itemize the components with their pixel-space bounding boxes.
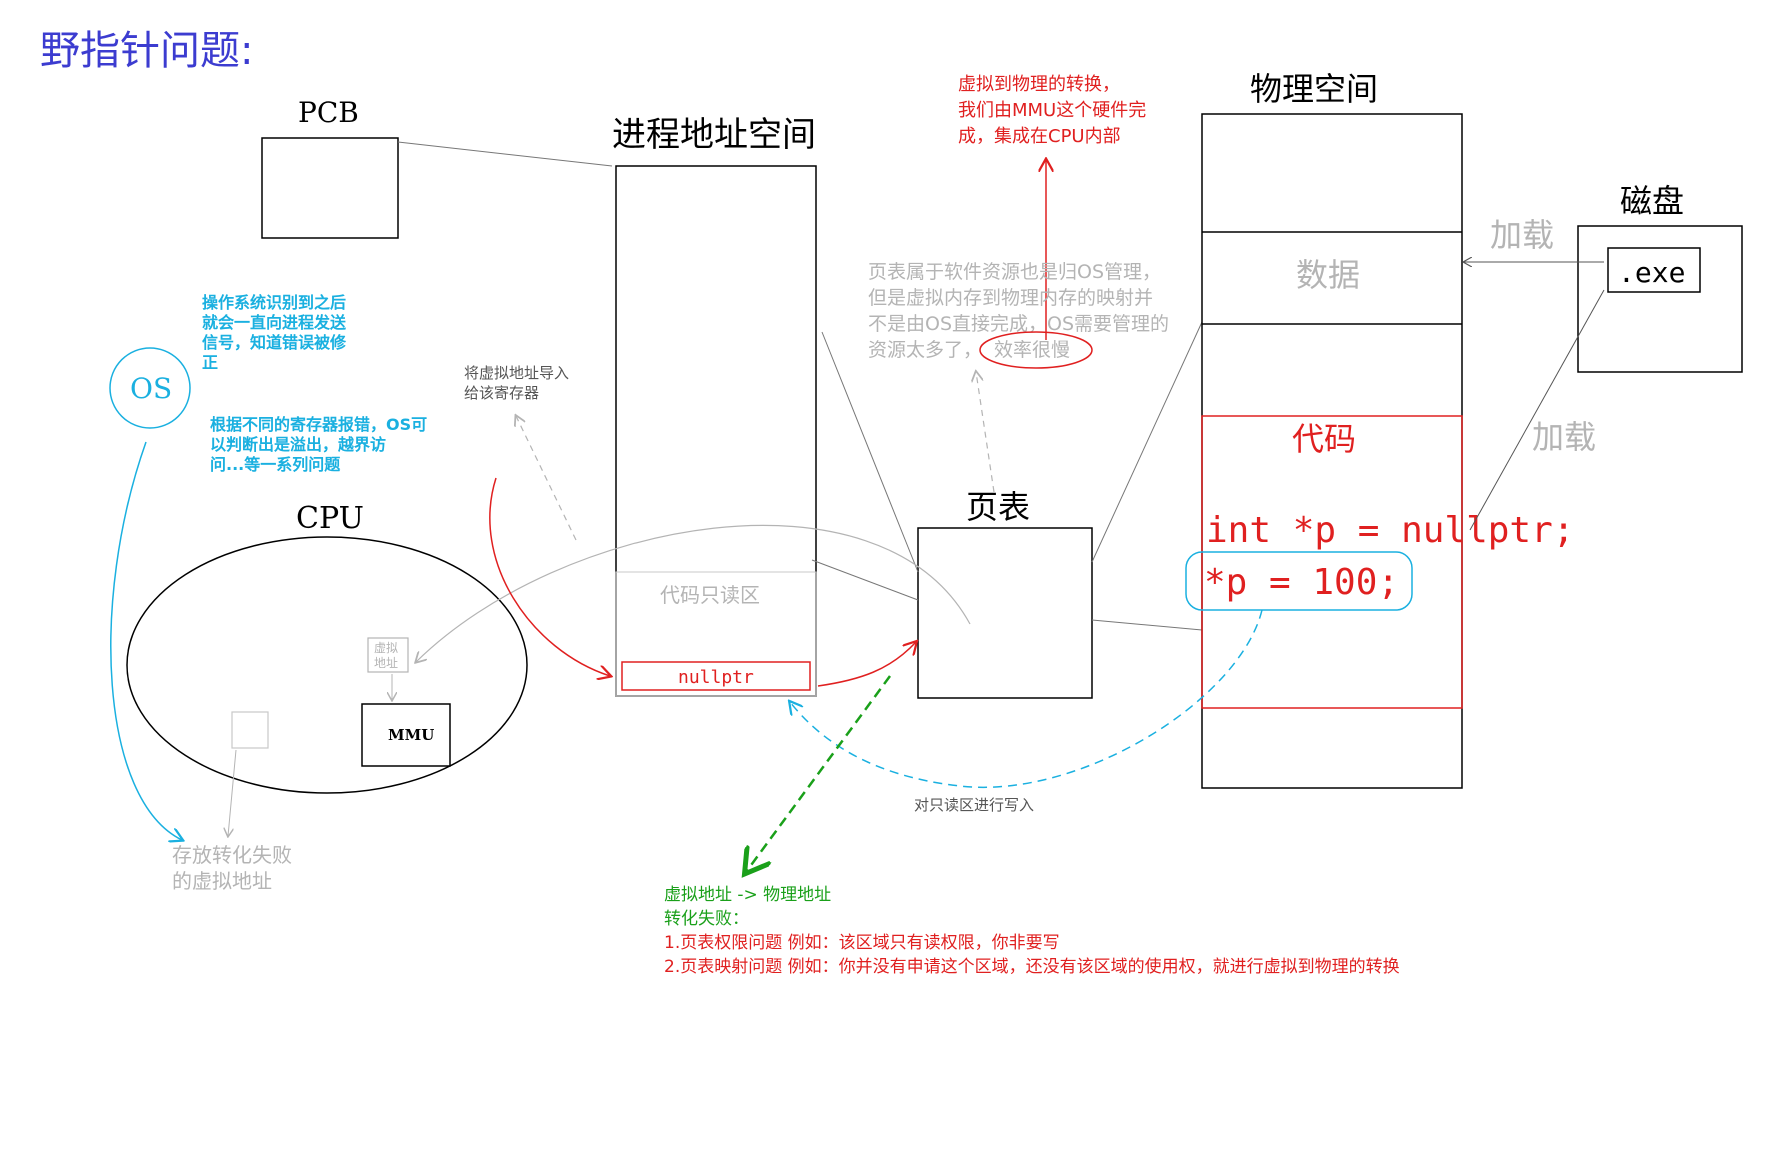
code-label: 代码	[1292, 420, 1356, 458]
red-arrow-to-pagetable	[817, 642, 916, 687]
vaddr-box	[367, 637, 409, 673]
register-to-store-arrow	[228, 749, 237, 836]
os-note2-line-2: 以判断出是溢出，越界访	[210, 435, 386, 454]
code-region	[1201, 415, 1463, 709]
physical-space-label: 物理空间	[1250, 70, 1378, 108]
store-failed-line-1: 存放转化失败	[172, 843, 292, 867]
register-box	[231, 711, 269, 749]
vaddr-label-line-1: 虚拟	[374, 641, 398, 655]
exe-box	[1607, 247, 1701, 293]
store-failed-line-2: 的虚拟地址	[172, 869, 272, 893]
pagetable-note-line-3: 不是由OS直接完成，OS需要管理的	[868, 313, 1169, 335]
reason-2: 2.页表映射问题 例如：你并没有申请这个区域，还没有该区域的使用权，就进行虚拟到…	[664, 956, 1400, 977]
load-label-1: 加载	[1490, 216, 1554, 254]
pcb-to-process-line	[397, 141, 613, 167]
code-line-2: *p = 100;	[1204, 562, 1399, 603]
page-table-label: 页表	[966, 488, 1030, 526]
pagetable-to-physical-line2	[1091, 619, 1203, 631]
pagetable-note-tail: 效率很慢	[994, 339, 1070, 361]
disk-box	[1577, 225, 1743, 373]
exe-label: .exe	[1618, 256, 1685, 289]
red-arrow-to-nullptr	[489, 477, 610, 676]
cpu-ellipse	[126, 536, 528, 794]
nullptr-label: nullptr	[678, 667, 754, 688]
pagetable-note-line-1: 页表属于软件资源也是归OS管理，	[868, 261, 1161, 283]
pcb-label: PCB	[298, 96, 359, 129]
os-note1-line-2: 就会一直向进程发送	[202, 313, 347, 332]
os-label: OS	[130, 372, 172, 405]
conversion-title: 虚拟地址 -> 物理地址	[664, 885, 831, 905]
pagetable-to-physical-line1	[1091, 321, 1203, 563]
process-space-label: 进程地址空间	[612, 115, 816, 155]
os-note1-line-3: 信号，知道错误被修	[202, 333, 347, 352]
import-vaddr-line-1: 将虚拟地址导入	[464, 364, 569, 382]
os-circle	[109, 347, 191, 429]
vaddr-label-line-2: 地址	[374, 656, 398, 670]
mmu-note-line-2: 我们由MMU这个硬件完	[958, 100, 1146, 121]
pcb-box	[261, 137, 399, 239]
disk-label: 磁盘	[1620, 182, 1684, 220]
process-to-pagetable-line2	[811, 559, 919, 601]
nullptr-box	[621, 661, 811, 691]
os-note2-line-3: 问...等一系列问题	[210, 455, 341, 474]
pagetable-note-line-4: 资源太多了，	[868, 339, 982, 361]
os-note2-line-1: 根据不同的寄存器报错，OS可	[210, 415, 427, 434]
failure-arrow	[746, 675, 892, 872]
code-line-1: int *p = nullptr;	[1206, 510, 1574, 551]
mmu-box	[361, 703, 451, 767]
write-readonly-arrow	[790, 609, 1263, 788]
pagetable-to-cpu-arc	[416, 524, 971, 662]
page-table-box	[917, 527, 1093, 699]
efficiency-circle	[979, 331, 1093, 369]
load-label-2: 加载	[1532, 418, 1596, 456]
disk-to-code-line	[1469, 289, 1605, 531]
mmu-note-line-1: 虚拟到物理的转换，	[958, 74, 1120, 95]
process-to-pagetable-line1	[821, 331, 919, 573]
readonly-code-area	[615, 571, 817, 697]
conversion-fail: 转化失败：	[664, 909, 749, 929]
readonly-code-label: 代码只读区	[660, 583, 760, 607]
import-vaddr-arrow	[516, 416, 577, 541]
mmu-label: MMU	[388, 726, 434, 744]
code-line-2-highlight	[1185, 551, 1413, 611]
process-space-box	[615, 165, 817, 697]
mmu-note-line-3: 成，集成在CPU内部	[958, 126, 1121, 147]
pagetable-note-arrow	[976, 372, 995, 493]
write-readonly-label: 对只读区进行写入	[914, 796, 1034, 814]
reason-1: 1.页表权限问题 例如：该区域只有读权限，你非要写	[664, 933, 1060, 953]
data-label: 数据	[1296, 256, 1360, 294]
import-vaddr-line-2: 给该寄存器	[464, 384, 539, 402]
os-note1-line-4: 正	[202, 353, 218, 372]
os-to-store-arrow	[110, 441, 182, 840]
page-title: 野指针问题:	[40, 28, 253, 74]
pagetable-note-line-2: 但是虚拟内存到物理内存的映射并	[868, 287, 1153, 309]
cpu-label: CPU	[296, 501, 364, 536]
os-note1-line-1: 操作系统识别到之后	[202, 293, 346, 312]
